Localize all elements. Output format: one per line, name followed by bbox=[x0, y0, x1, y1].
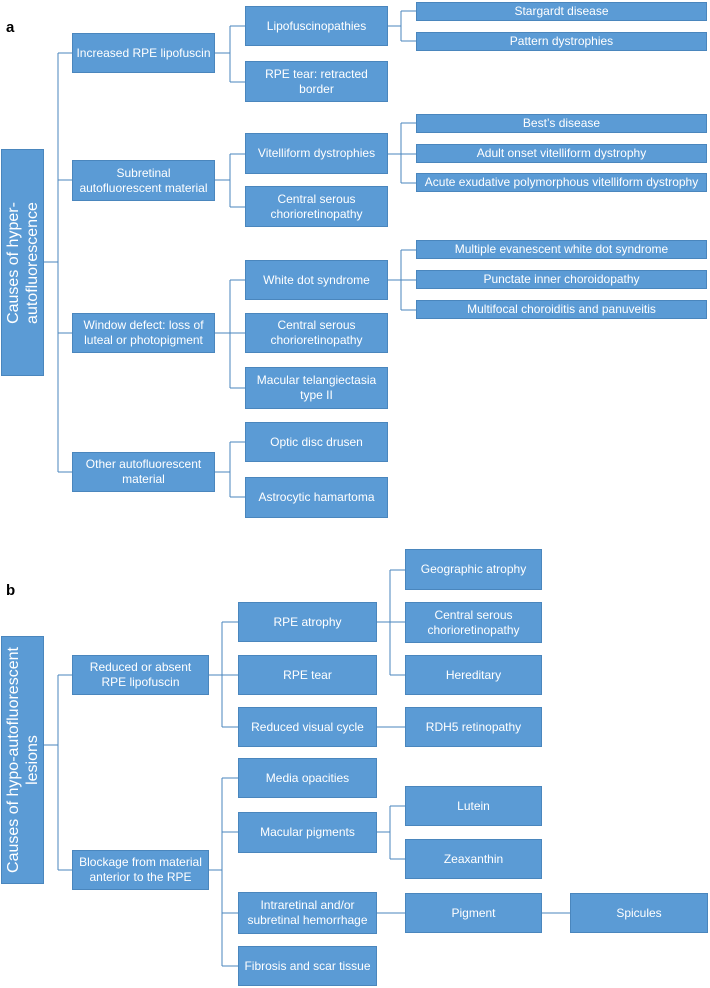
node-acute-exudative-vitelliform: Acute exudative polymorphous vitelliform… bbox=[416, 173, 707, 192]
node-media-opacities: Media opacities bbox=[238, 758, 377, 798]
node-optic-disc-drusen: Optic disc drusen bbox=[245, 422, 388, 462]
node-astrocytic-hamartoma: Astrocytic hamartoma bbox=[245, 477, 388, 518]
panel-b-label: b bbox=[6, 582, 16, 599]
node-vitelliform-dystrophies: Vitelliform dystrophies bbox=[245, 133, 388, 174]
node-white-dot-syndrome: White dot syndrome bbox=[245, 260, 388, 300]
node-stargardt: Stargardt disease bbox=[416, 2, 707, 21]
node-pigment: Pigment bbox=[405, 893, 542, 933]
node-macular-telangiectasia: Macular telangiectasia type II bbox=[245, 367, 388, 409]
node-rpe-tear-retracted: RPE tear: retracted border bbox=[245, 61, 388, 102]
node-rpe-tear: RPE tear bbox=[238, 655, 377, 695]
node-mewds: Multiple evanescent white dot syndrome bbox=[416, 240, 707, 259]
node-adult-onset-vitelliform: Adult onset vitelliform dystrophy bbox=[416, 144, 707, 163]
root-node-hyper-label: Causes of hyper-autofluorescence bbox=[4, 201, 41, 324]
root-node-hyper: Causes of hyper-autofluorescence bbox=[1, 149, 44, 376]
root-node-hypo: Causes of hypo-autofluorescent lesions bbox=[1, 636, 44, 884]
node-rpe-atrophy: RPE atrophy bbox=[238, 602, 377, 642]
node-bests-disease: Best’s disease bbox=[416, 114, 707, 133]
node-geographic-atrophy: Geographic atrophy bbox=[405, 549, 542, 590]
node-subretinal-material: Subretinal autofluorescent material bbox=[72, 160, 215, 201]
node-lutein: Lutein bbox=[405, 786, 542, 826]
node-other-autofluorescent: Other autofluorescent material bbox=[72, 452, 215, 492]
node-lipofuscinopathies: Lipofuscinopathies bbox=[245, 6, 388, 46]
node-multifocal-choroiditis: Multifocal choroiditis and panuveitis bbox=[416, 300, 707, 319]
node-window-defect: Window defect: loss of luteal or photopi… bbox=[72, 313, 215, 353]
node-increased-rpe-lipofuscin: Increased RPE lipofuscin bbox=[72, 33, 215, 73]
node-reduced-visual-cycle: Reduced visual cycle bbox=[238, 707, 377, 747]
node-reduced-absent-lipofuscin: Reduced or absent RPE lipofuscin bbox=[72, 655, 209, 695]
node-punctate-inner-choroidopathy: Punctate inner choroidopathy bbox=[416, 270, 707, 289]
node-hereditary: Hereditary bbox=[405, 655, 542, 695]
node-blockage-anterior: Blockage from material anterior to the R… bbox=[72, 850, 209, 890]
root-node-hypo-label: Causes of hypo-autofluorescent lesions bbox=[4, 647, 41, 873]
node-macular-pigments: Macular pigments bbox=[238, 812, 377, 853]
node-central-serous-a2: Central serous chorioretinopathy bbox=[245, 313, 388, 353]
node-central-serous-a1: Central serous chorioretinopathy bbox=[245, 186, 388, 227]
node-fibrosis-scar: Fibrosis and scar tissue bbox=[238, 946, 377, 986]
node-rdh5-retinopathy: RDH5 retinopathy bbox=[405, 707, 542, 747]
node-pattern-dystrophies: Pattern dystrophies bbox=[416, 32, 707, 51]
node-central-serous-b: Central serous chorioretinopathy bbox=[405, 602, 542, 643]
node-spicules: Spicules bbox=[570, 893, 708, 933]
node-hemorrhage: Intraretinal and/or subretinal hemorrhag… bbox=[238, 892, 377, 934]
panel-a-label: a bbox=[6, 19, 15, 36]
node-zeaxanthin: Zeaxanthin bbox=[405, 839, 542, 879]
